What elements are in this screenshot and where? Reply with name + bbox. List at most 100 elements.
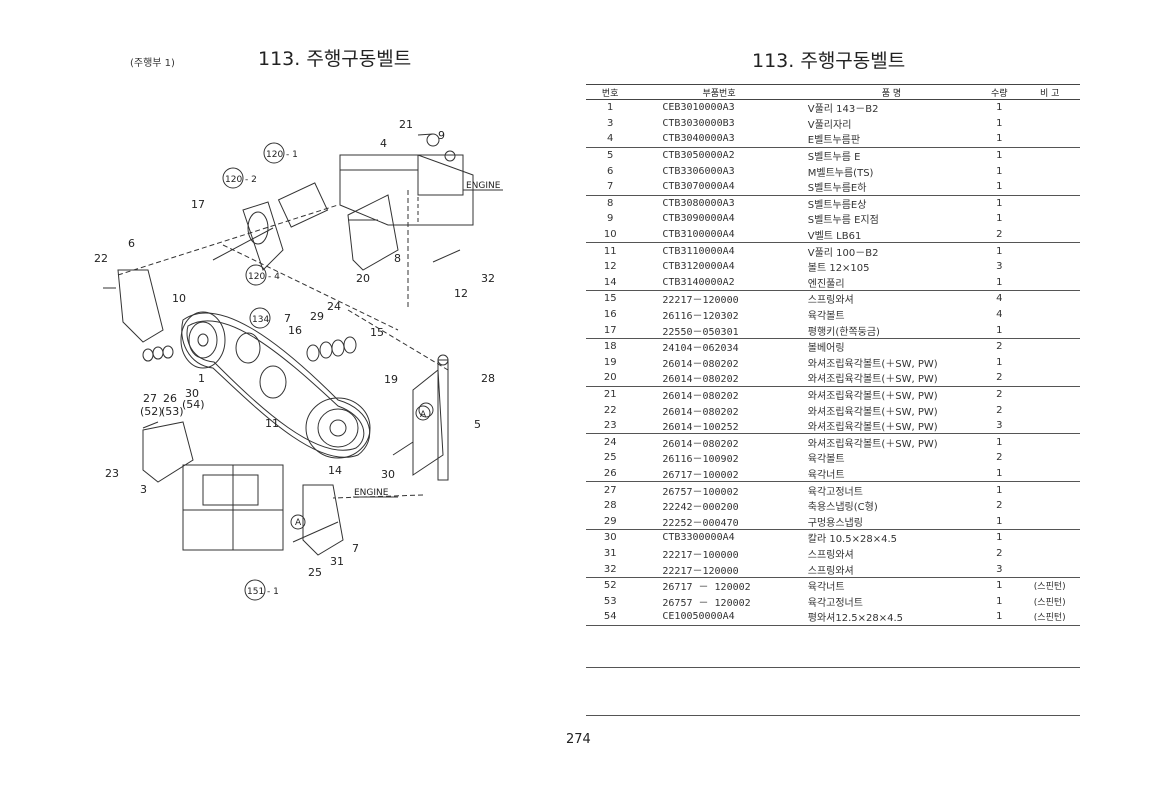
pulley-11 <box>259 365 287 399</box>
cell-no: 26 <box>603 467 617 479</box>
cell-remark <box>1019 100 1080 116</box>
cell-no: 52 <box>586 576 635 594</box>
cell-no: 32 <box>603 563 617 575</box>
cell-no: 31 <box>603 547 617 559</box>
cell-part-name: V벨트 LB61 <box>807 231 862 243</box>
cell-remark <box>1019 418 1080 434</box>
cell-qty: 1 <box>996 165 1003 177</box>
belt-guard-5 <box>412 369 444 476</box>
engine-label-lower: ENGINE <box>354 488 389 498</box>
cell-qty: 1 <box>996 133 1003 145</box>
cell-remark <box>1019 450 1080 466</box>
cell-part-number: CTB3030000B3 <box>662 117 735 129</box>
cell-no: 6 <box>607 165 614 177</box>
cell-qty: 1 <box>996 117 1003 129</box>
cell-remark <box>1019 131 1080 147</box>
callout-22: 22 <box>94 252 108 265</box>
blank-line-1 <box>586 667 1080 668</box>
engine-bracket-upper <box>339 154 474 226</box>
cell-remark <box>1019 385 1080 403</box>
cell-part-name: S벨트누름E상 <box>803 194 980 212</box>
cell-part-number: 22217－120000 <box>662 565 739 577</box>
cell-part-number: 26014－100252 <box>662 422 739 434</box>
cell-no: 5 <box>586 146 635 164</box>
cell-part-number: 24104－062034 <box>634 337 804 355</box>
cell-remark <box>1019 498 1080 514</box>
cell-part-number: 26717－100002 <box>662 469 739 481</box>
cell-qty: 1 <box>996 102 1003 114</box>
cell-remark <box>1019 433 1080 451</box>
table-row: 23 26014－100252 와셔조립육각볼트(＋SW, PW) 3 <box>586 418 1080 434</box>
cell-qty: 3 <box>996 420 1003 432</box>
cell-remark: (스핀턴) <box>1019 576 1080 594</box>
cell-part-number: 26717 － 120002 <box>634 576 804 594</box>
cell-qty: 2 <box>996 547 1003 559</box>
cell-qty: 1 <box>996 213 1003 225</box>
shaft-housing <box>277 182 329 228</box>
cell-part-number: 26014－080202 <box>662 358 739 370</box>
cell-part-name: 엔진풀리 <box>807 278 845 290</box>
cell-qty: 3 <box>996 563 1003 575</box>
cell-part-name: 평와셔12.5×28×4.5 <box>803 609 980 626</box>
callout-134: 134 <box>252 315 269 325</box>
callout-53: (53) <box>161 405 184 418</box>
cell-part-number: CE10050000A4 <box>634 609 804 626</box>
cell-qty: 1 <box>996 356 1003 368</box>
cell-part-name: S벨트누름E하 <box>807 183 867 195</box>
cell-qty: 1 <box>979 433 1020 451</box>
cell-remark <box>1019 146 1080 164</box>
parts-exploded-diagram: 21 9 4 120 - 1 120 - 2 ENGINE 17 6 22 12… <box>94 118 503 601</box>
header-remark: 비 고 <box>1019 84 1080 100</box>
callout-6: 6 <box>128 237 135 250</box>
cell-remark <box>1019 307 1080 323</box>
callout-7-upper: 7 <box>284 312 291 325</box>
header-qty: 수량 <box>979 84 1020 100</box>
cell-remark <box>1019 481 1080 498</box>
cell-qty: 2 <box>996 229 1003 241</box>
cell-no: 25 <box>603 452 617 464</box>
cell-qty: 2 <box>996 452 1003 464</box>
cell-no: 11 <box>586 242 635 259</box>
callout-A-upper: A <box>420 410 427 420</box>
cell-no: 24 <box>586 433 635 451</box>
cell-no: 21 <box>586 385 635 403</box>
callout-A-lower: A <box>295 518 302 528</box>
pulley-134 <box>235 332 261 364</box>
cell-part-name: V풀리 143－B2 <box>807 104 879 116</box>
cell-qty: 1 <box>979 194 1020 212</box>
cell-part-number: CTB3090000A4 <box>662 213 735 225</box>
cell-no: 28 <box>603 500 617 512</box>
cell-qty: 1 <box>979 576 1020 594</box>
cell-part-name: 와셔조립육각볼트(＋SW, PW) <box>807 422 938 434</box>
cell-part-number: 22217－100000 <box>662 549 739 561</box>
engine-pulley-14 <box>305 397 371 459</box>
cell-qty: 2 <box>996 372 1003 384</box>
cell-part-number: 26757 － 120002 <box>662 597 751 609</box>
cell-part-number: CTB3040000A3 <box>662 133 735 145</box>
cell-remark <box>1019 275 1080 291</box>
callout-32: 32 <box>481 272 495 285</box>
callout-15: 15 <box>370 326 384 339</box>
cell-part-number: CTB3100000A4 <box>662 229 735 241</box>
cell-no: 23 <box>603 420 617 432</box>
cell-no: 9 <box>607 213 614 225</box>
cell-remark <box>1019 290 1080 307</box>
callout-120-1: 120 - 1 <box>266 150 298 160</box>
cell-no: 30 <box>586 529 635 546</box>
cell-remark <box>1019 337 1080 355</box>
cell-part-name: 육각고정너트 <box>807 597 863 609</box>
cell-no: 8 <box>586 194 635 212</box>
cell-remark <box>1019 529 1080 546</box>
